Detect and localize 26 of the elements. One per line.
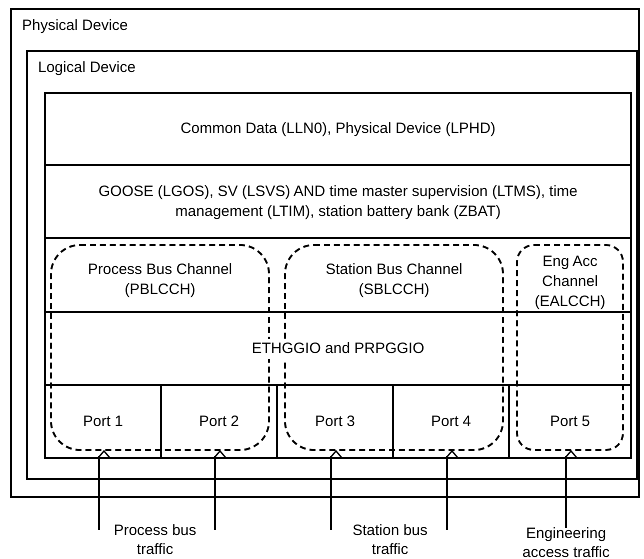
arrow xyxy=(564,450,578,528)
arrow xyxy=(213,450,227,530)
node-label: ETHGGIO and PRPGGIO xyxy=(252,338,424,358)
traffic-label: Engineering access traffic xyxy=(506,524,626,559)
node-label: Station Bus Channel (SBLCCH) xyxy=(326,261,462,298)
node-label: Eng Acc Channel (EALCCH) xyxy=(534,253,606,310)
node-label: Process Bus Channel (PBLCCH) xyxy=(88,261,232,298)
node-label: Port 1 xyxy=(82,412,124,432)
node-label: Port 3 xyxy=(314,412,356,432)
frame-title: Logical Device xyxy=(38,59,136,76)
node-label: Port 2 xyxy=(198,412,240,432)
table-row xyxy=(44,164,632,239)
channel-group xyxy=(516,244,624,451)
arrow xyxy=(445,450,459,530)
frame-title: Physical Device xyxy=(22,17,128,34)
node-label: Port 4 xyxy=(430,412,472,432)
traffic-label: Station bus traffic xyxy=(351,521,429,559)
node-label: Common Data (LLN0), Physical Device (LPHD) xyxy=(180,119,496,139)
arrow xyxy=(329,450,343,530)
port-cell xyxy=(44,384,162,459)
traffic-label: Process bus traffic xyxy=(112,521,198,559)
table-row xyxy=(44,311,632,386)
arrow xyxy=(97,450,111,530)
table-row xyxy=(44,92,632,166)
port-cell xyxy=(508,384,632,459)
node-label: Port 5 xyxy=(550,412,590,432)
